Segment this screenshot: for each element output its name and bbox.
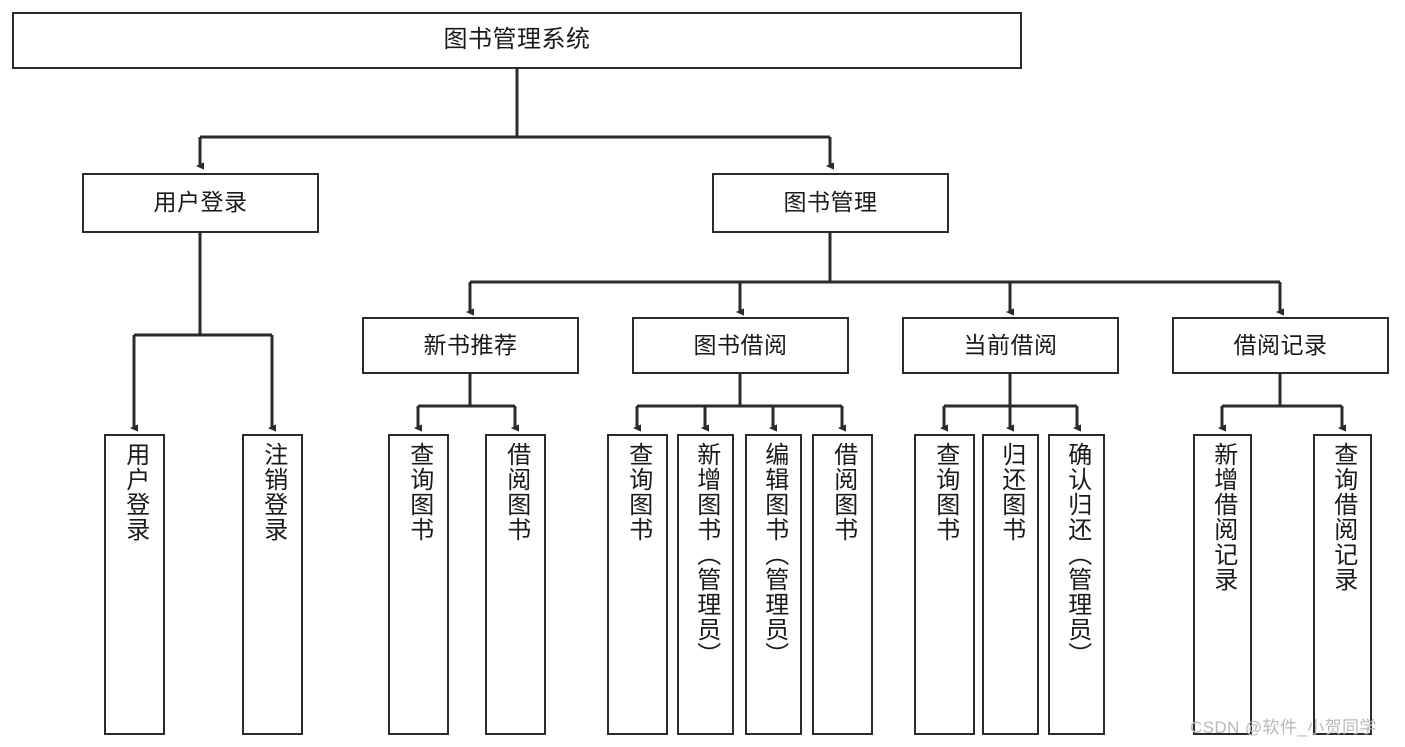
node-label: 借阅图书 [502, 442, 530, 542]
node-borrow-records[interactable]: 借阅记录 [1172, 317, 1389, 374]
node-label: 查询图书 [931, 442, 959, 542]
node-label: 用户登录 [153, 189, 248, 216]
node-label: 新增图书（管理员） [692, 442, 720, 667]
node-label: 新增借阅记录 [1209, 442, 1237, 592]
node-root-system[interactable]: 图书管理系统 [12, 12, 1022, 69]
leaf-borrow-borrow-book[interactable]: 借阅图书 [812, 434, 873, 735]
leaf-records-query-record[interactable]: 查询借阅记录 [1313, 434, 1372, 735]
node-label: 查询图书 [624, 442, 652, 542]
leaf-current-return-book[interactable]: 归还图书 [982, 434, 1039, 735]
node-new-book-recommend[interactable]: 新书推荐 [362, 317, 579, 374]
node-label: 图书借阅 [693, 331, 788, 358]
node-label: 编辑图书（管理员） [760, 442, 788, 667]
leaf-new-book-borrow[interactable]: 借阅图书 [485, 434, 546, 735]
node-book-management[interactable]: 图书管理 [712, 173, 949, 233]
node-user-login[interactable]: 用户登录 [82, 173, 319, 233]
node-book-borrow[interactable]: 图书借阅 [632, 317, 849, 374]
node-label: 图书管理 [783, 189, 878, 216]
node-label: 新书推荐 [423, 331, 518, 358]
leaf-borrow-add-book-admin[interactable]: 新增图书（管理员） [677, 434, 734, 735]
leaf-new-book-query[interactable]: 查询图书 [388, 434, 449, 735]
csdn-watermark: CSDN @软件_小贺同学 [1190, 718, 1377, 737]
node-label: 查询图书 [405, 442, 433, 542]
node-label: 当前借阅 [963, 331, 1058, 358]
node-label: 注销登录 [259, 442, 287, 542]
node-current-borrow[interactable]: 当前借阅 [902, 317, 1119, 374]
leaf-user-login-login[interactable]: 用户登录 [104, 434, 165, 735]
node-label: 借阅记录 [1233, 331, 1328, 358]
node-label: 借阅图书 [829, 442, 857, 542]
leaf-current-confirm-return-admin[interactable]: 确认归还（管理员） [1048, 434, 1105, 735]
leaf-current-query-book[interactable]: 查询图书 [914, 434, 975, 735]
node-label: 查询借阅记录 [1329, 442, 1357, 592]
node-label: 用户登录 [121, 442, 149, 542]
leaf-records-add-record[interactable]: 新增借阅记录 [1193, 434, 1252, 735]
node-label: 图书管理系统 [443, 26, 591, 54]
leaf-borrow-edit-book-admin[interactable]: 编辑图书（管理员） [745, 434, 802, 735]
leaf-borrow-query-book[interactable]: 查询图书 [607, 434, 668, 735]
node-label: 归还图书 [997, 442, 1025, 542]
leaf-user-login-logout[interactable]: 注销登录 [242, 434, 303, 735]
node-label: 确认归还（管理员） [1063, 442, 1091, 667]
